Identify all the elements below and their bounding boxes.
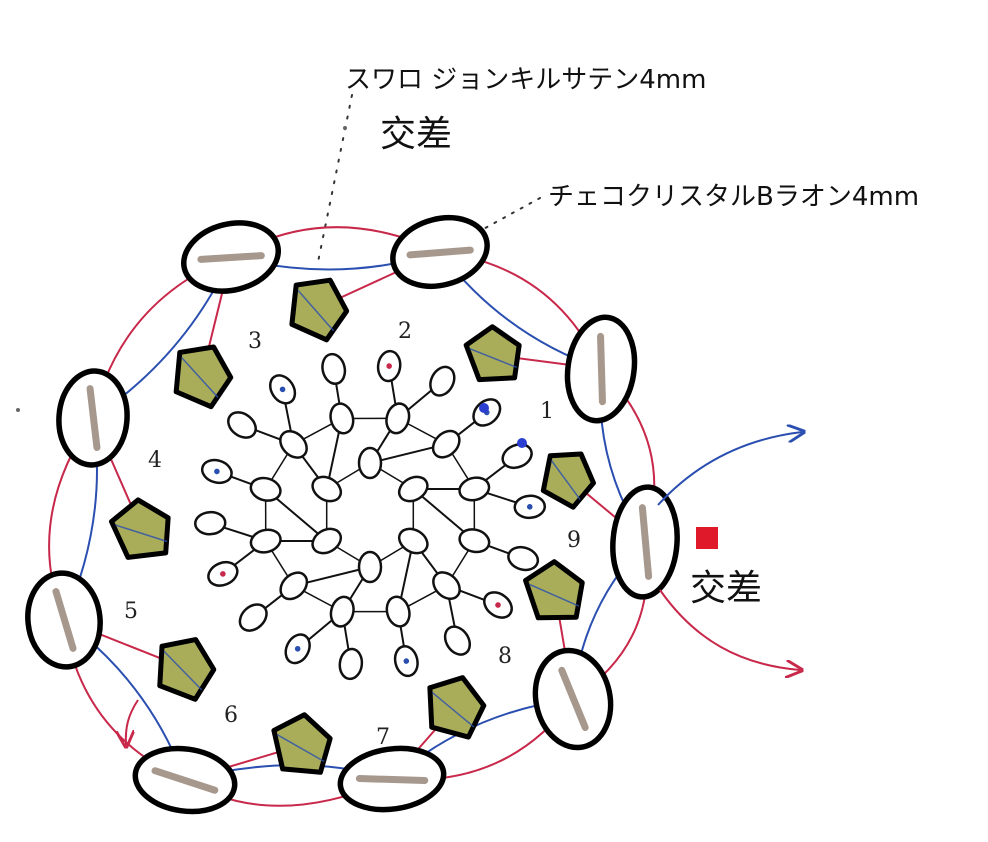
crystal-bead bbox=[337, 745, 447, 813]
right-cross-label: 交差 bbox=[690, 568, 762, 609]
exit-arrow-red bbox=[659, 589, 800, 670]
seed-bead bbox=[443, 625, 472, 656]
stray-dot bbox=[16, 408, 20, 412]
segment-number-7: 7 bbox=[376, 725, 390, 750]
seed-bead bbox=[329, 402, 355, 435]
exit-arrow-blue bbox=[657, 432, 802, 506]
segment-number-3: 3 bbox=[248, 329, 262, 354]
seed-bead bbox=[385, 595, 411, 628]
stray-dot bbox=[343, 126, 347, 130]
segment-numbers: 1 2 3 4 5 6 7 8 9 bbox=[124, 319, 581, 750]
seed-bead bbox=[227, 411, 257, 439]
seed-bead bbox=[193, 510, 227, 536]
segment-number-1: 1 bbox=[540, 399, 554, 424]
crystal-bead bbox=[180, 220, 282, 294]
seed-bead bbox=[207, 560, 239, 587]
bicone-bead bbox=[108, 497, 171, 560]
crystal-bead bbox=[25, 570, 103, 670]
czech-leader-line bbox=[477, 197, 541, 233]
seed-bead bbox=[507, 545, 540, 572]
seed-bead bbox=[376, 349, 402, 383]
seed-bead bbox=[321, 352, 347, 385]
bicone-bead bbox=[289, 277, 350, 343]
segment-number-6: 6 bbox=[224, 703, 238, 728]
crystal-bead bbox=[56, 368, 130, 468]
segment-number-2: 2 bbox=[398, 319, 412, 344]
seed-bead bbox=[338, 647, 364, 681]
seed-bead bbox=[429, 365, 456, 397]
seed-bead bbox=[357, 446, 383, 480]
exit-arrow-bottom-left bbox=[126, 699, 139, 745]
bicone-bead bbox=[463, 324, 522, 383]
seed-bead bbox=[329, 595, 355, 628]
seed-bead bbox=[483, 591, 513, 619]
marker-dot bbox=[517, 438, 527, 448]
bicone-bead bbox=[427, 675, 487, 740]
seed-bead bbox=[279, 430, 308, 459]
crystal-bead bbox=[532, 647, 614, 751]
inner-bead-network bbox=[193, 349, 547, 681]
bicone-bead bbox=[271, 712, 333, 775]
cross-marker-square bbox=[696, 527, 718, 549]
top-cross-label: 交差 bbox=[380, 114, 452, 155]
segment-number-8: 8 bbox=[498, 644, 512, 669]
swarovski-label: スワロ ジョンキルサテン4mm bbox=[345, 65, 706, 95]
seed-bead bbox=[357, 550, 383, 584]
segment-number-4: 4 bbox=[148, 448, 162, 473]
seed-bead bbox=[311, 527, 343, 555]
seed-bead bbox=[458, 476, 491, 502]
seed-bead bbox=[279, 571, 309, 601]
seed-bead bbox=[458, 528, 491, 554]
seed-bead bbox=[431, 429, 461, 459]
segment-number-5: 5 bbox=[124, 599, 138, 624]
bicone-bead bbox=[540, 451, 596, 510]
seed-bead bbox=[393, 645, 419, 678]
seed-bead bbox=[472, 398, 502, 427]
seed-bead bbox=[397, 475, 429, 503]
swarovski-leader-line bbox=[317, 94, 353, 263]
seed-bead bbox=[249, 528, 282, 554]
seed-bead bbox=[268, 374, 297, 405]
seed-bead bbox=[432, 571, 461, 600]
crystal-bead bbox=[390, 215, 490, 289]
bicone-bead bbox=[523, 559, 585, 621]
seed-bead bbox=[397, 527, 429, 555]
seed-bead bbox=[385, 402, 411, 435]
czech-label: チェコクリスタルBラオン4mm bbox=[548, 182, 919, 212]
crystal-bead bbox=[132, 745, 238, 815]
crystal-bead bbox=[564, 314, 638, 424]
marker-dot bbox=[479, 403, 489, 413]
seed-bead bbox=[200, 458, 233, 485]
bicone-bead bbox=[173, 344, 234, 410]
bicone-bead bbox=[157, 637, 217, 702]
seed-bead bbox=[238, 603, 268, 632]
segment-number-9: 9 bbox=[567, 528, 581, 553]
seed-bead bbox=[311, 475, 343, 503]
seed-bead bbox=[513, 494, 547, 520]
seed-bead bbox=[284, 633, 311, 665]
outer-crystal-ring bbox=[25, 215, 680, 815]
seed-bead bbox=[249, 476, 282, 502]
bicone-ring bbox=[108, 277, 596, 775]
seed-bead bbox=[501, 443, 533, 470]
crystal-bead bbox=[610, 484, 680, 600]
